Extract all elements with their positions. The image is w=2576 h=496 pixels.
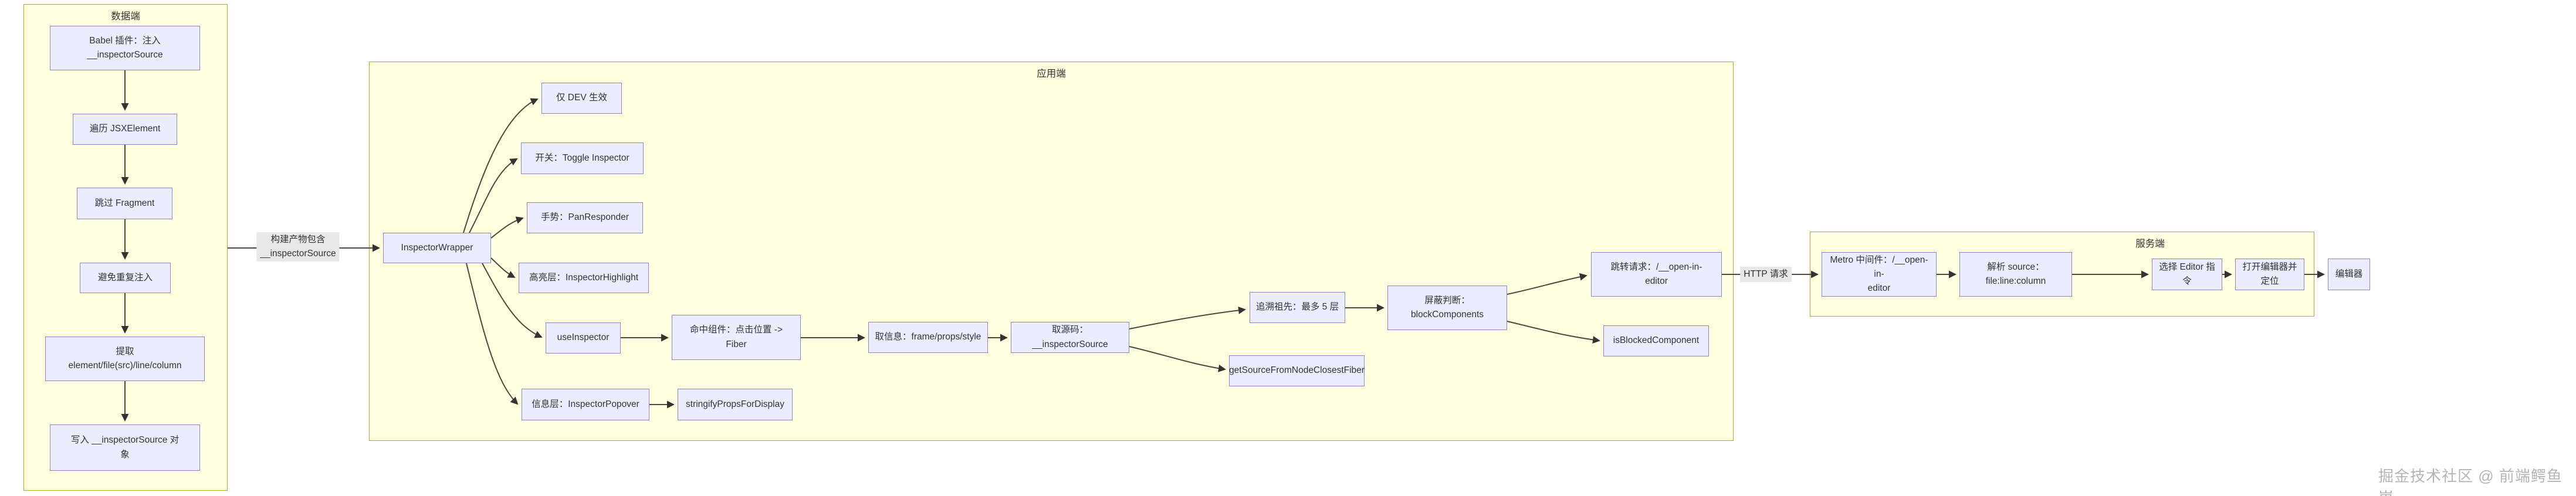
group-title-data-side: 数据端 (111, 11, 140, 22)
node-extract-location: 提取 element/file(src)/line/column (45, 337, 205, 381)
edge-label-http-request: HTTP 请求 (1740, 266, 1792, 283)
node-stringify-props-for-display: stringifyPropsForDisplay (678, 389, 793, 420)
group-data-side: 数据端 (23, 4, 228, 491)
edge-label-build-artifact: 构建产物包含 __inspectorSource (256, 232, 340, 262)
node-skip-fragment: 跳过 Fragment (77, 188, 172, 219)
node-hit-component: 命中组件：点击位置 -> Fiber (672, 315, 801, 360)
node-use-inspector: useInspector (546, 322, 621, 354)
node-traverse-jsxelement: 遍历 JSXElement (73, 114, 177, 145)
group-app-side: 应用端 (369, 62, 1734, 441)
node-inspector-highlight: 高亮层：InspectorHighlight (519, 263, 649, 293)
node-open-editor-locate: 打开编辑器并定位 (2235, 259, 2304, 290)
node-babel-plugin: Babel 插件：注入 __inspectorSource (50, 26, 200, 70)
group-title-server-side: 服务端 (2135, 239, 2165, 249)
node-get-info: 取信息：frame/props/style (868, 322, 988, 353)
watermark-text: 掘金技术社区 @ 前端鳄鱼崽 (2378, 467, 2563, 496)
node-block-check: 屏蔽判断： blockComponents (1387, 286, 1507, 330)
node-write-inspector-source: 写入 __inspectorSource 对 象 (50, 424, 200, 471)
node-parse-source: 解析 source： file:line:column (1959, 252, 2072, 297)
node-dev-only: 仅 DEV 生效 (541, 83, 622, 114)
node-choose-editor-command: 选择 Editor 指令 (2152, 259, 2222, 290)
node-inspector-popover: 信息层：InspectorPopover (522, 389, 649, 420)
node-pan-responder: 手势：PanResponder (527, 202, 643, 233)
node-inspector-wrapper: InspectorWrapper (383, 233, 491, 263)
node-editor: 编辑器 (2328, 259, 2370, 290)
node-toggle-inspector: 开关：Toggle Inspector (521, 142, 644, 174)
node-avoid-duplicate-injection: 避免重复注入 (80, 263, 171, 293)
node-get-source-from-node-closest-fiber: getSourceFromNodeClosestFiber (1229, 355, 1365, 386)
node-metro-middleware: Metro 中间件：/__open-in- editor (1822, 252, 1937, 297)
node-trace-ancestors: 追溯祖先：最多 5 层 (1250, 292, 1345, 323)
node-is-blocked-component: isBlockedComponent (1603, 325, 1709, 356)
node-jump-request: 跳转请求：/__open-in- editor (1591, 252, 1722, 297)
group-title-app-side: 应用端 (1037, 69, 1066, 79)
node-get-source: 取源码：__inspectorSource (1011, 322, 1129, 353)
